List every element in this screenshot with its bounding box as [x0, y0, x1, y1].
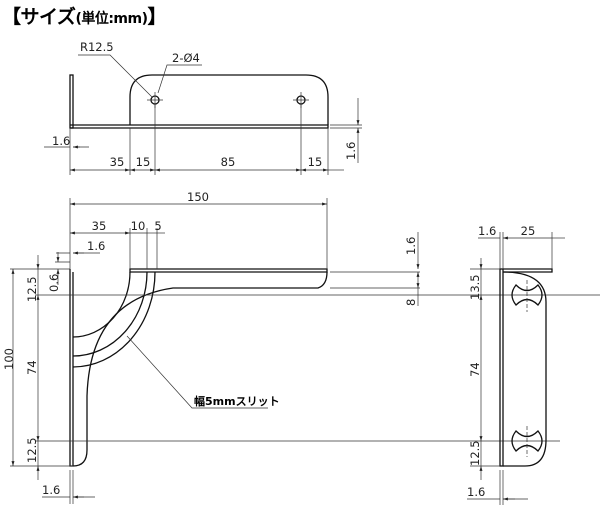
drawing-title: 【サイズ(単位:mm)】 — [2, 2, 167, 29]
front-view: 150 35 10 5 1.6 100 12.5 74 12.5 0.6 1.6 — [2, 190, 600, 504]
top-view-base — [70, 124, 329, 129]
dim-35: 35 — [92, 219, 107, 233]
dim-15: 15 — [308, 155, 323, 169]
title-text: 【サイズ — [2, 6, 76, 28]
dim-12-5: 12.5 — [25, 276, 39, 302]
title-unit: (単位:mm) — [75, 11, 148, 27]
side-top-lip — [503, 268, 553, 273]
dim-74: 74 — [25, 360, 39, 375]
title-close: 】 — [147, 6, 167, 28]
dim-1-6: 1.6 — [404, 237, 418, 255]
dim-10: 10 — [131, 219, 146, 233]
dim-8: 8 — [404, 299, 418, 306]
dim-12-5: 12.5 — [468, 440, 482, 466]
dim-13-5: 13.5 — [468, 274, 482, 300]
dim-1-6: 1.6 — [478, 224, 496, 238]
dim-150: 150 — [187, 190, 209, 204]
dim-5: 5 — [154, 219, 161, 233]
dim-1-6: 1.6 — [344, 142, 358, 160]
top-plate — [129, 268, 328, 273]
keyhole-top — [511, 284, 543, 306]
hole-label: 2-Ø4 — [172, 51, 200, 65]
dim-1-6: 1.6 — [42, 483, 60, 497]
keyhole-bottom — [511, 430, 543, 452]
dim-1-6: 1.6 — [87, 239, 105, 253]
top-view: 35 15 85 15 1.6 1.6 R12.5 2-Ø4 — [44, 40, 362, 175]
dim-100: 100 — [2, 348, 16, 370]
dim-15: 15 — [136, 155, 151, 169]
dim-12-5: 12.5 — [25, 437, 39, 463]
top-view-flange — [69, 74, 74, 129]
radius-label: R12.5 — [80, 40, 114, 54]
side-flange — [499, 268, 504, 467]
dim-25: 25 — [521, 224, 536, 238]
slit-arc-inner — [72, 271, 148, 357]
dim-0-6: 0.6 — [47, 274, 61, 292]
slit-arc-outer — [72, 271, 156, 368]
dim-85: 85 — [221, 155, 236, 169]
dim-74: 74 — [468, 362, 482, 377]
slit-note: 幅5mmスリット — [194, 394, 280, 408]
top-view-plate — [129, 74, 329, 125]
side-plate — [502, 271, 547, 467]
side-view: 1.6 25 13.5 74 12.5 1.6 — [467, 224, 565, 505]
inner-arc — [72, 271, 131, 338]
dim-1-6: 1.6 — [52, 134, 70, 148]
bracket-outline — [69, 269, 328, 467]
dim-1-6: 1.6 — [467, 485, 485, 499]
dim-35: 35 — [110, 155, 125, 169]
